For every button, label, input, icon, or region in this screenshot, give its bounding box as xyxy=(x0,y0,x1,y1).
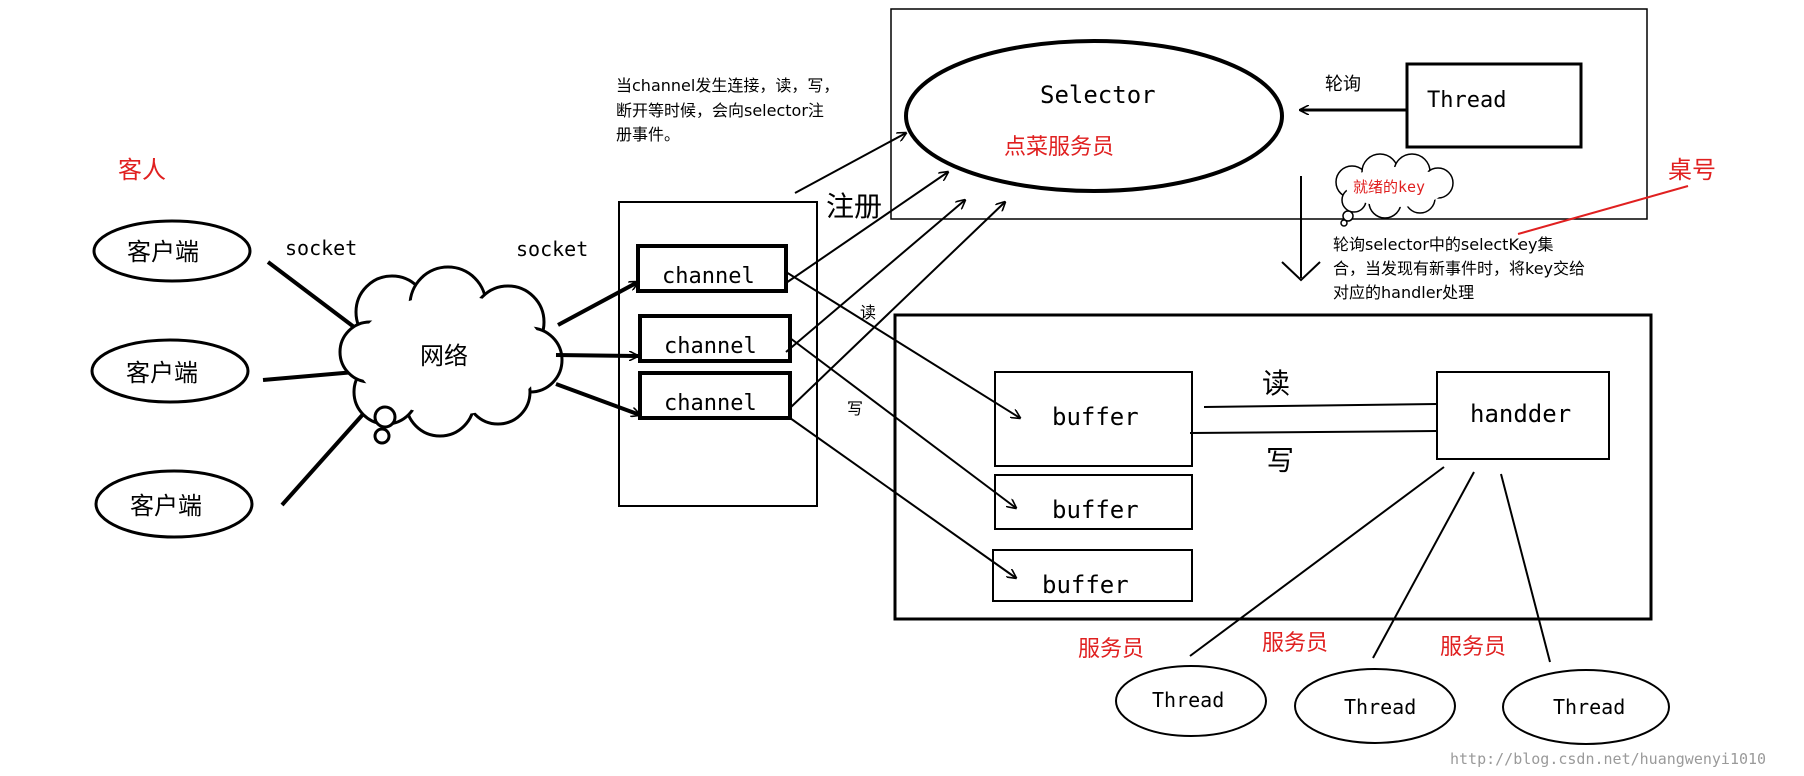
thread-3-label: Thread xyxy=(1553,695,1625,719)
buffer-2-label: buffer xyxy=(1052,496,1139,524)
channel-2-label: channel xyxy=(664,334,757,359)
register-arrow-3 xyxy=(785,200,965,353)
buffer-2-box xyxy=(994,474,1193,530)
client-3-link xyxy=(280,410,367,507)
register-arrow-2 xyxy=(785,172,948,284)
handler-to-thread-2 xyxy=(1372,471,1475,659)
channel-1-label: channel xyxy=(662,264,755,289)
ready-key-cloud-fill xyxy=(1346,167,1446,207)
handler-to-thread-1 xyxy=(1189,466,1445,657)
thread-1-node xyxy=(1115,665,1267,737)
socket-right-label: socket xyxy=(516,237,588,261)
selector-label: Selector xyxy=(1040,81,1156,109)
write-small-label: 写 xyxy=(847,399,863,418)
client-1-link xyxy=(266,260,360,332)
channel-to-buffer-3-arrow xyxy=(789,417,1016,578)
handler-label: handder xyxy=(1470,400,1571,428)
write-link xyxy=(1189,430,1438,434)
channel-3-label: channel xyxy=(664,391,757,416)
table-no-label: 桌号 xyxy=(1668,156,1716,184)
buffer-3-label: buffer xyxy=(1042,571,1129,599)
poll-note-line-1: 轮询selector中的selectKey集 xyxy=(1333,235,1553,254)
client-1-node xyxy=(92,219,252,283)
register-arrow-4 xyxy=(789,202,1005,409)
client-2-node xyxy=(90,338,250,404)
ready-key-label: 就绪的key xyxy=(1353,178,1425,196)
poll-note: 轮询selector中的selectKey集 合，当发现有新事件时，将key交给… xyxy=(1333,235,1590,302)
channel-container xyxy=(618,201,818,507)
register-note-line-1: 当channel发生连接，读，写， xyxy=(616,76,839,95)
net-to-channel-1-arrow xyxy=(557,280,638,327)
handler-box xyxy=(1436,371,1610,460)
channel-to-buffer-2-arrow xyxy=(789,337,1016,508)
channel-1-box xyxy=(636,244,788,293)
client-2-label: 客户端 xyxy=(126,359,198,387)
network-label: 网络 xyxy=(420,342,468,370)
table-no-pointer xyxy=(1517,185,1689,235)
write-big-label: 写 xyxy=(1266,444,1294,477)
watermark: http://blog.csdn.net/huangwenyi1010 xyxy=(1450,750,1766,768)
channel-to-buffer-1-arrow xyxy=(785,271,1020,418)
read-big-label: 读 xyxy=(1262,367,1290,400)
register-label: 注册 xyxy=(826,190,882,223)
handler-to-thread-3 xyxy=(1500,473,1551,663)
waiter-2-label: 服务员 xyxy=(1262,631,1328,656)
selector-node xyxy=(904,39,1284,193)
thread-top-box xyxy=(1405,62,1583,149)
waiter-1-label: 服务员 xyxy=(1078,637,1144,662)
selector-container xyxy=(890,8,1648,220)
register-note-line-3: 册事件。 xyxy=(616,125,680,144)
register-note: 当channel发生连接，读，写， 断开等时候，会向selector注 册事件。 xyxy=(616,76,844,144)
poll-note-line-2: 合，当发现有新事件时，将key交给 xyxy=(1333,259,1585,278)
client-3-label: 客户端 xyxy=(130,492,202,520)
thread-1-label: Thread xyxy=(1152,688,1224,712)
read-small-label: 读 xyxy=(860,303,876,322)
client-1-label: 客户端 xyxy=(127,238,199,266)
waiter-3-label: 服务员 xyxy=(1440,635,1506,660)
handler-container xyxy=(893,313,1653,621)
buffer-1-box xyxy=(994,371,1193,467)
socket-left-label: socket xyxy=(285,236,357,260)
net-to-channel-2-arrow xyxy=(555,355,638,356)
buffer-1-label: buffer xyxy=(1052,403,1139,431)
client-2-link xyxy=(262,370,356,382)
poll-label: 轮询 xyxy=(1325,74,1361,95)
thread-3-node xyxy=(1502,669,1670,745)
thread-2-label: Thread xyxy=(1344,695,1416,719)
thread-2-node xyxy=(1294,668,1456,744)
register-arrow-1 xyxy=(794,133,906,194)
poll-note-line-3: 对应的handler处理 xyxy=(1333,283,1474,302)
guest-label: 客人 xyxy=(118,156,166,184)
channel-3-box xyxy=(638,371,792,420)
register-note-line-2: 断开等时候，会向selector注 xyxy=(616,101,824,120)
network-cloud-fill xyxy=(355,295,545,415)
thread-top-label: Thread xyxy=(1427,88,1506,113)
client-3-node xyxy=(94,469,254,539)
buffer-3-box xyxy=(992,549,1193,602)
selector-waiter-label: 点菜服务员 xyxy=(1004,135,1114,160)
dispatch-down-arrowhead xyxy=(1281,261,1321,282)
read-link xyxy=(1203,403,1438,408)
net-to-channel-3-arrow xyxy=(555,382,640,415)
